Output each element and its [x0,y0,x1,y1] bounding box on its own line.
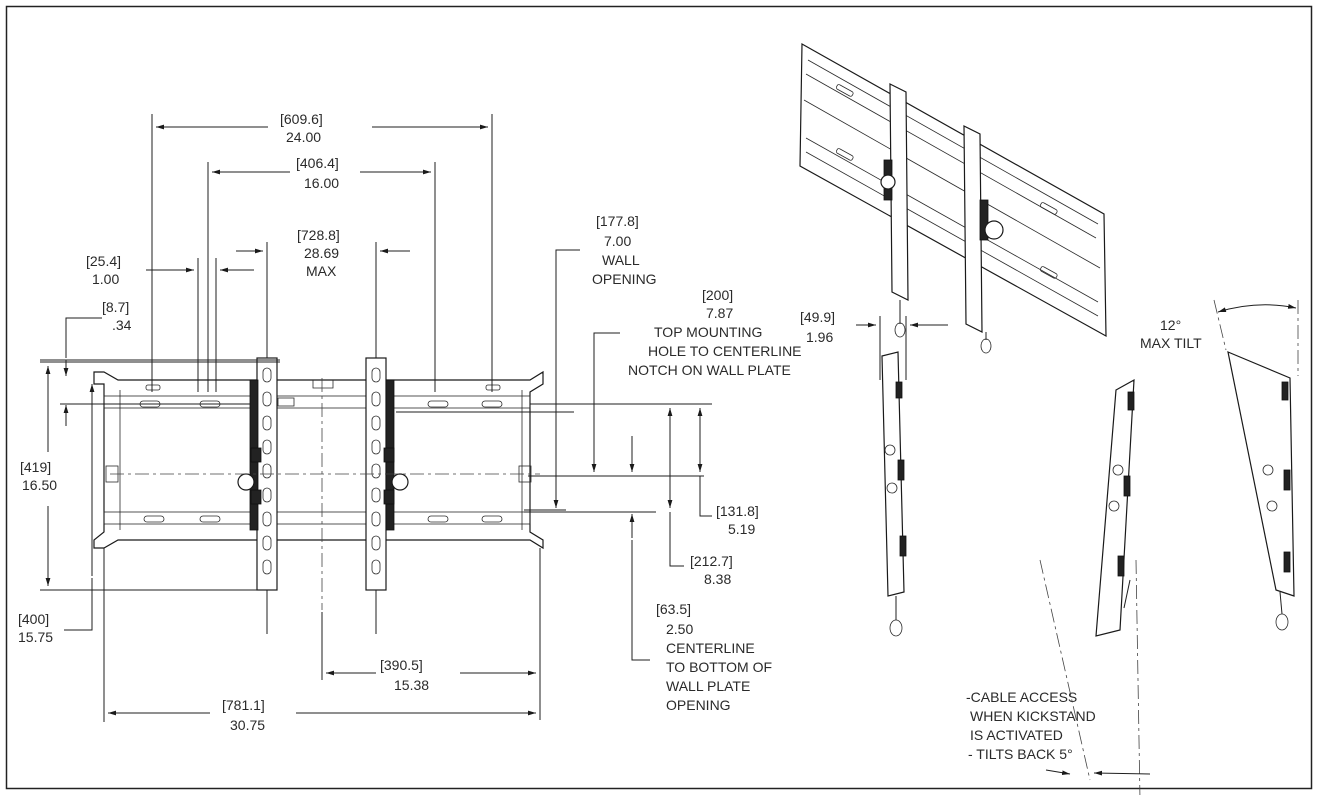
top-offset-mm: [8.7] [102,299,129,315]
wall-opening-line2: OPENING [592,271,657,287]
width-top-mm: [609.6] [280,111,323,127]
top-hole-line1: TOP MOUNTING [654,324,762,340]
note-line3: IS ACTIVATED [970,727,1063,743]
note-line4: - TILTS BACK 5° [968,746,1073,762]
wall-plate [93,370,544,550]
note-line2: WHEN KICKSTAND [970,708,1096,724]
width-top-in: 24.00 [286,129,321,145]
depth-mm: [49.9] [800,309,835,325]
side-views [856,299,1299,795]
centerline-bottom-in: 2.50 [666,621,693,637]
iso-wall-plate [799,42,1107,338]
dim-212-mm: [212.7] [690,553,733,569]
slot-gap-in: 1.00 [92,271,119,287]
screen-width-mm: [728.8] [297,227,340,243]
slot-gap-mm: [25.4] [86,253,121,269]
centerline-bottom-line3: WALL PLATE [666,678,750,694]
bottom-total-mm: [781.1] [222,697,265,713]
top-offset-in: .34 [112,317,132,333]
isometric-view [799,42,1107,354]
height-plate-in: 15.75 [18,629,53,645]
width-inner-mm: [406.4] [296,155,339,171]
dim-131-mm: [131.8] [716,503,759,519]
bottom-total-in: 30.75 [230,717,265,733]
side-view-max-tilt [1227,351,1295,597]
wall-opening-line1: WALL [602,252,640,268]
height-outer-mm: [419] [20,459,51,475]
screen-width-note: MAX [306,263,337,279]
centerline-bottom-mm: [63.5] [656,601,691,617]
height-outer-in: 16.50 [22,477,57,493]
centerline-bottom-line2: TO BOTTOM OF [666,659,772,675]
width-inner-in: 16.00 [304,175,339,191]
drawing-border [5,5,1313,790]
top-hole-line3: NOTCH ON WALL PLATE [628,362,791,378]
centerline-bottom-line1: CENTERLINE [666,640,755,656]
centerline-bottom-line4: OPENING [666,697,731,713]
iso-right-arm [963,125,983,333]
dimension-labels: [609.6] 24.00 [406.4] 16.00 [728.8] 28.6… [18,111,1202,762]
screen-width-in: 28.69 [304,245,339,261]
front-dimensions [40,114,712,722]
dim-131-in: 5.19 [728,521,755,537]
note-line1: -CABLE ACCESS [966,689,1077,705]
side-view-kickstand [1095,378,1135,637]
tilt-degrees: 12° [1160,317,1181,333]
height-plate-mm: [400] [18,611,49,627]
dim-212-in: 8.38 [704,571,731,587]
depth-in: 1.96 [806,329,833,345]
top-hole-mm: [200] [702,287,733,303]
wall-opening-in: 7.00 [604,233,631,249]
front-view [93,357,544,634]
wall-opening-mm: [177.8] [596,213,639,229]
bottom-mid-mm: [390.5] [380,657,423,673]
side-view-flush [881,351,905,597]
tilt-label: MAX TILT [1140,335,1202,351]
iso-left-arm [889,83,909,301]
top-hole-line2: HOLE TO CENTERLINE [648,343,802,359]
bottom-mid-in: 15.38 [394,677,429,693]
top-hole-in: 7.87 [706,305,733,321]
